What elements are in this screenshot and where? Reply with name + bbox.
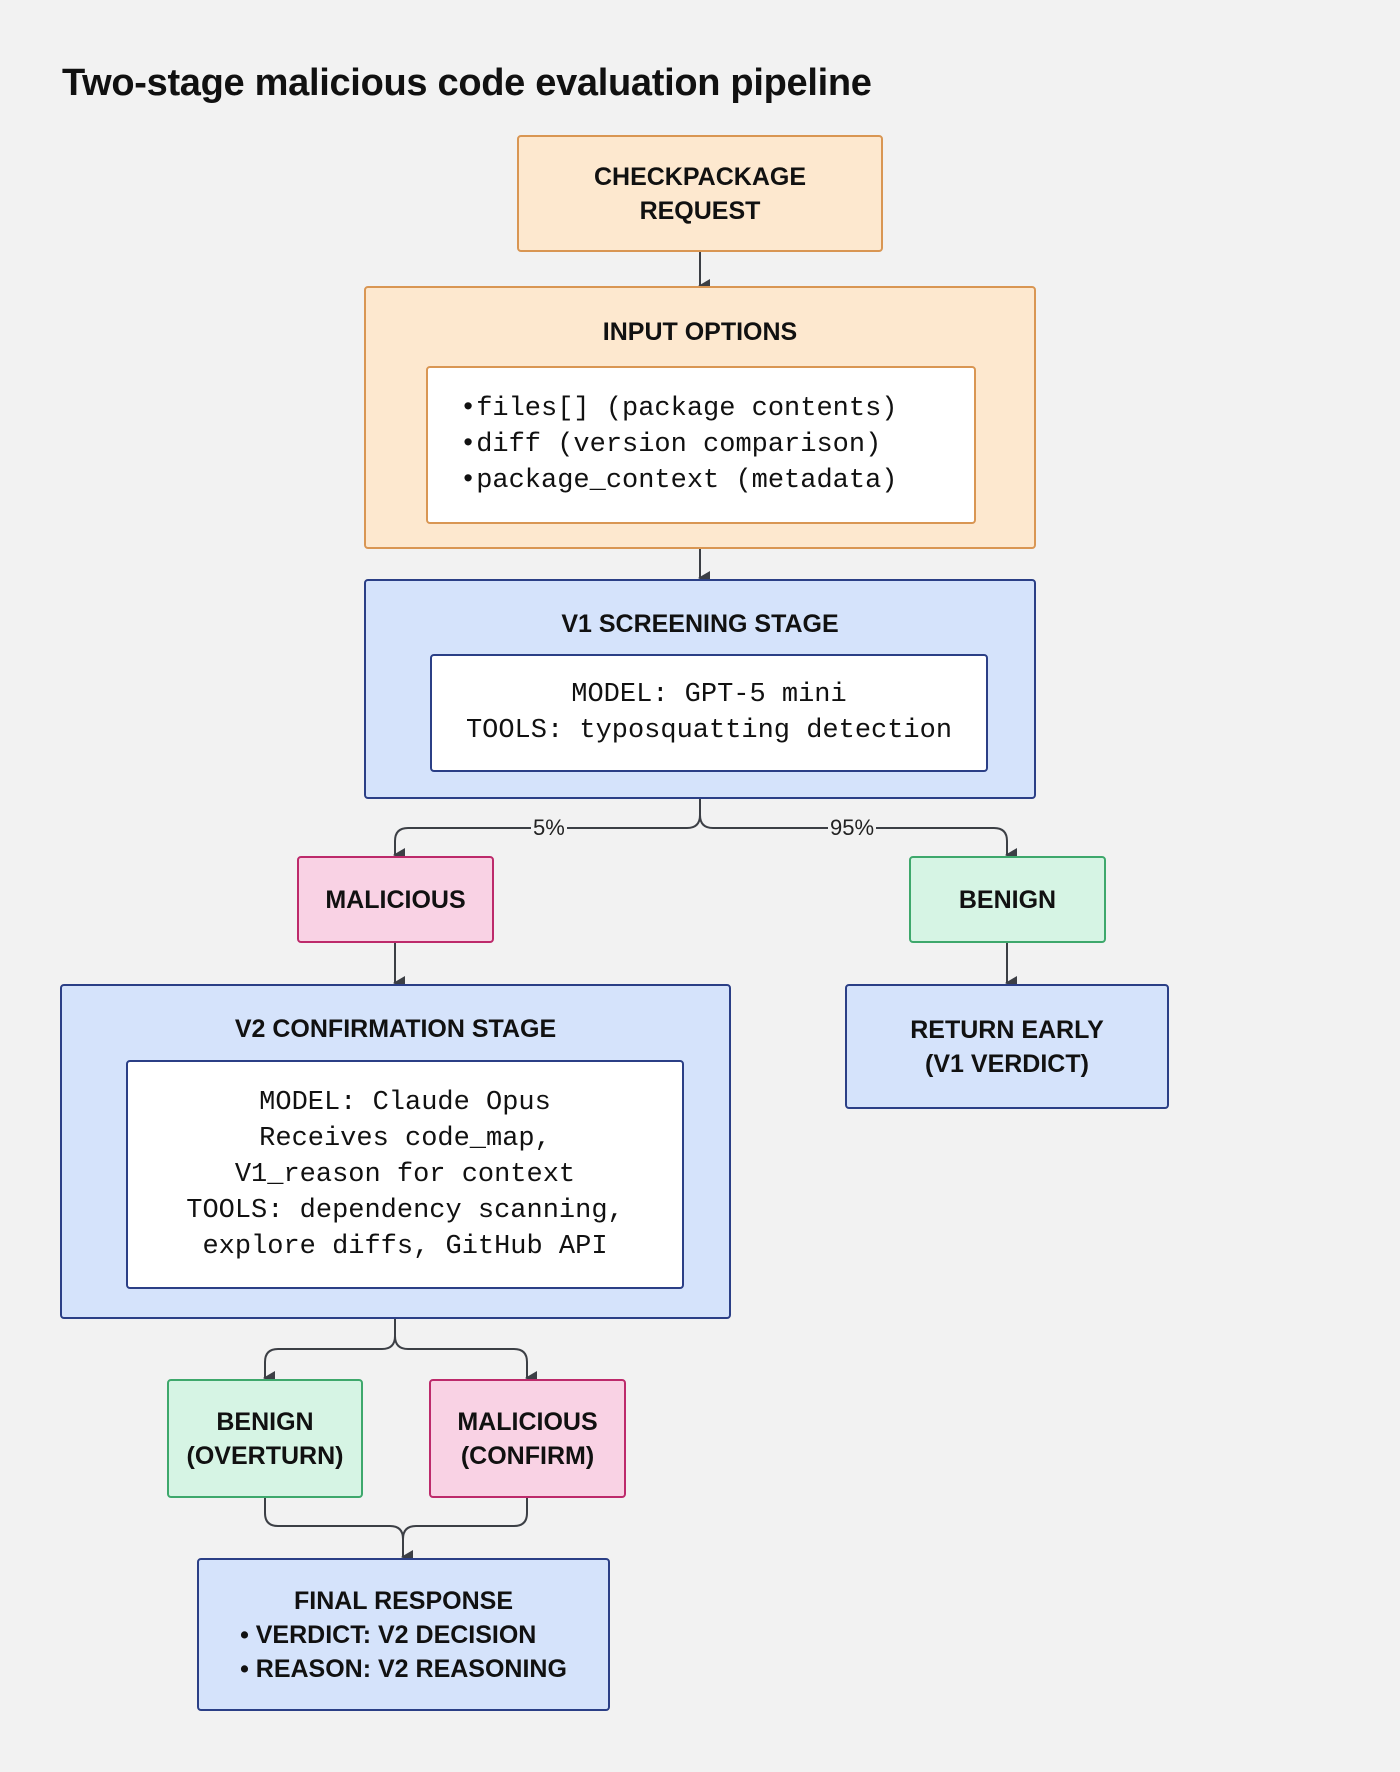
v1-malicious-label: MALICIOUS (325, 885, 466, 914)
checkpackage-request-node: CHECKPACKAGE REQUEST (517, 135, 883, 252)
v2-detail-line: explore diffs, GitHub API (202, 1231, 608, 1262)
v2-benign-line-1: BENIGN (216, 1407, 314, 1436)
return-early-line-2: (V1 VERDICT) (925, 1049, 1089, 1078)
edge-overturn-final (264, 1497, 413, 1564)
v1-tools-line: TOOLS: typosquatting detection (465, 716, 953, 746)
v2-detail-line: Receives code_map, (259, 1123, 551, 1154)
v2-detail-line: V1_reason for context (234, 1159, 576, 1190)
v1-model-line: MODEL: GPT-5 mini (571, 680, 847, 710)
return-early-node: RETURN EARLY (V1 VERDICT) (845, 984, 1169, 1109)
v2-benign-overturn-node: BENIGN (OVERTURN) (167, 1379, 363, 1498)
v2-confirmation-stage-node: V2 CONFIRMATION STAGE MODEL: Claude Opus… (60, 984, 731, 1319)
final-response-verdict: • VERDICT: V2 DECISION (240, 1620, 537, 1649)
input-options-list: •files[] (package contents) •diff (versi… (426, 366, 976, 524)
v2-stage-details: MODEL: Claude Opus Receives code_map, V1… (126, 1060, 684, 1289)
input-options-title: INPUT OPTIONS (602, 318, 798, 346)
v1-stage-title: V1 SCREENING STAGE (561, 610, 839, 638)
input-options-node: INPUT OPTIONS •files[] (package contents… (364, 286, 1036, 549)
edge-label-5-percent: 5% (531, 815, 567, 841)
v2-malicious-line-2: (CONFIRM) (460, 1441, 595, 1470)
final-response-title: FINAL RESPONSE (293, 1586, 514, 1615)
input-option-item: •diff (version comparison) (460, 430, 882, 460)
final-response-node: FINAL RESPONSE • VERDICT: V2 DECISION • … (197, 1558, 610, 1711)
input-option-item: •package_context (metadata) (460, 466, 898, 496)
v2-malicious-line-1: MALICIOUS (457, 1407, 598, 1436)
v1-stage-details: MODEL: GPT-5 mini TOOLS: typosquatting d… (430, 654, 988, 772)
v2-malicious-confirm-node: MALICIOUS (CONFIRM) (429, 1379, 626, 1498)
v1-screening-stage-node: V1 SCREENING STAGE MODEL: GPT-5 mini TOO… (364, 579, 1036, 799)
v1-malicious-node: MALICIOUS (297, 856, 494, 943)
v2-detail-line: MODEL: Claude Opus (259, 1087, 551, 1118)
input-option-item: •files[] (package contents) (460, 394, 898, 424)
v2-stage-title: V2 CONFIRMATION STAGE (234, 1015, 557, 1043)
v2-detail-line: TOOLS: dependency scanning, (186, 1195, 624, 1226)
v1-benign-node: BENIGN (909, 856, 1106, 943)
edge-v1-benign (699, 814, 1017, 862)
v2-benign-line-2: (OVERTURN) (186, 1441, 344, 1470)
final-response-reason: • REASON: V2 REASONING (240, 1654, 567, 1683)
return-early-line-1: RETURN EARLY (910, 1015, 1104, 1044)
v1-benign-label: BENIGN (958, 885, 1057, 914)
diagram-title: Two-stage malicious code evaluation pipe… (62, 62, 872, 104)
request-line-2: REQUEST (639, 196, 761, 225)
edge-v2-benign (263, 1318, 396, 1385)
edge-v2-malicious (394, 1335, 537, 1385)
request-line-1: CHECKPACKAGE (593, 162, 807, 191)
edge-confirm-final (402, 1497, 528, 1540)
edge-label-95-percent: 95% (828, 815, 877, 841)
